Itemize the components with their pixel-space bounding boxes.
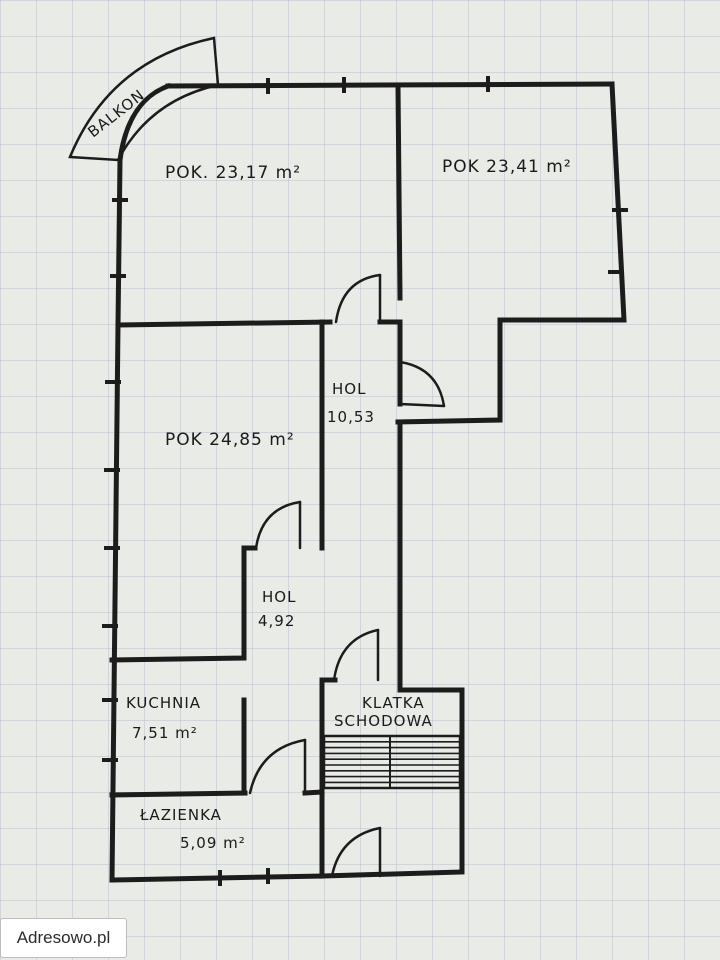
hall2-name: HOL [262, 588, 296, 606]
staircase [322, 734, 462, 790]
wall-right-outer [395, 81, 627, 425]
doors [248, 273, 446, 878]
bathroom-area: 5,09 m² [180, 834, 246, 852]
hall1-name: HOL [332, 380, 366, 398]
hall1-area: 10,53 [327, 408, 375, 426]
wall-room1-bottom-left [115, 319, 333, 328]
wall-kitchen-top [109, 547, 247, 663]
stair-frame [322, 734, 462, 790]
door-kitchen [248, 738, 307, 795]
room2-label: POK 23,41 m² [442, 157, 572, 177]
wall-bathroom-top-right [302, 789, 325, 796]
hall2-area: 4,92 [258, 612, 295, 630]
room3-label: POK 24,85 m² [165, 430, 295, 450]
balcony-outline [68, 36, 220, 162]
wall-top [165, 81, 615, 89]
wall-stair-outer [319, 687, 465, 879]
wall-bathroom-top-left [109, 790, 248, 798]
wall-bottom-left [109, 873, 325, 883]
room1-label: POK. 23,17 m² [165, 163, 301, 183]
wall-between-rooms-upper [395, 83, 403, 301]
wall-curved-left [115, 82, 172, 328]
window-marks [102, 76, 628, 886]
bathroom-name: ŁAZIENKA [139, 806, 222, 824]
door-room2 [398, 360, 446, 408]
door-stair-bottom [330, 826, 382, 878]
stair-label-line2: SCHODOWA [334, 712, 433, 730]
kitchen-name: KUCHNIA [126, 694, 201, 712]
watermark-badge: Adresowo.pl [0, 918, 127, 958]
kitchen-area: 7,51 m² [132, 724, 198, 742]
stair-label-line1: KLATKA [362, 694, 425, 712]
door-room1 [334, 273, 382, 324]
room-labels: POK. 23,17 m² POK 23,41 m² POK 24,85 m² … [126, 157, 572, 852]
door-room3 [254, 500, 302, 550]
wall-left [109, 322, 121, 883]
door-stair-top [332, 628, 380, 682]
